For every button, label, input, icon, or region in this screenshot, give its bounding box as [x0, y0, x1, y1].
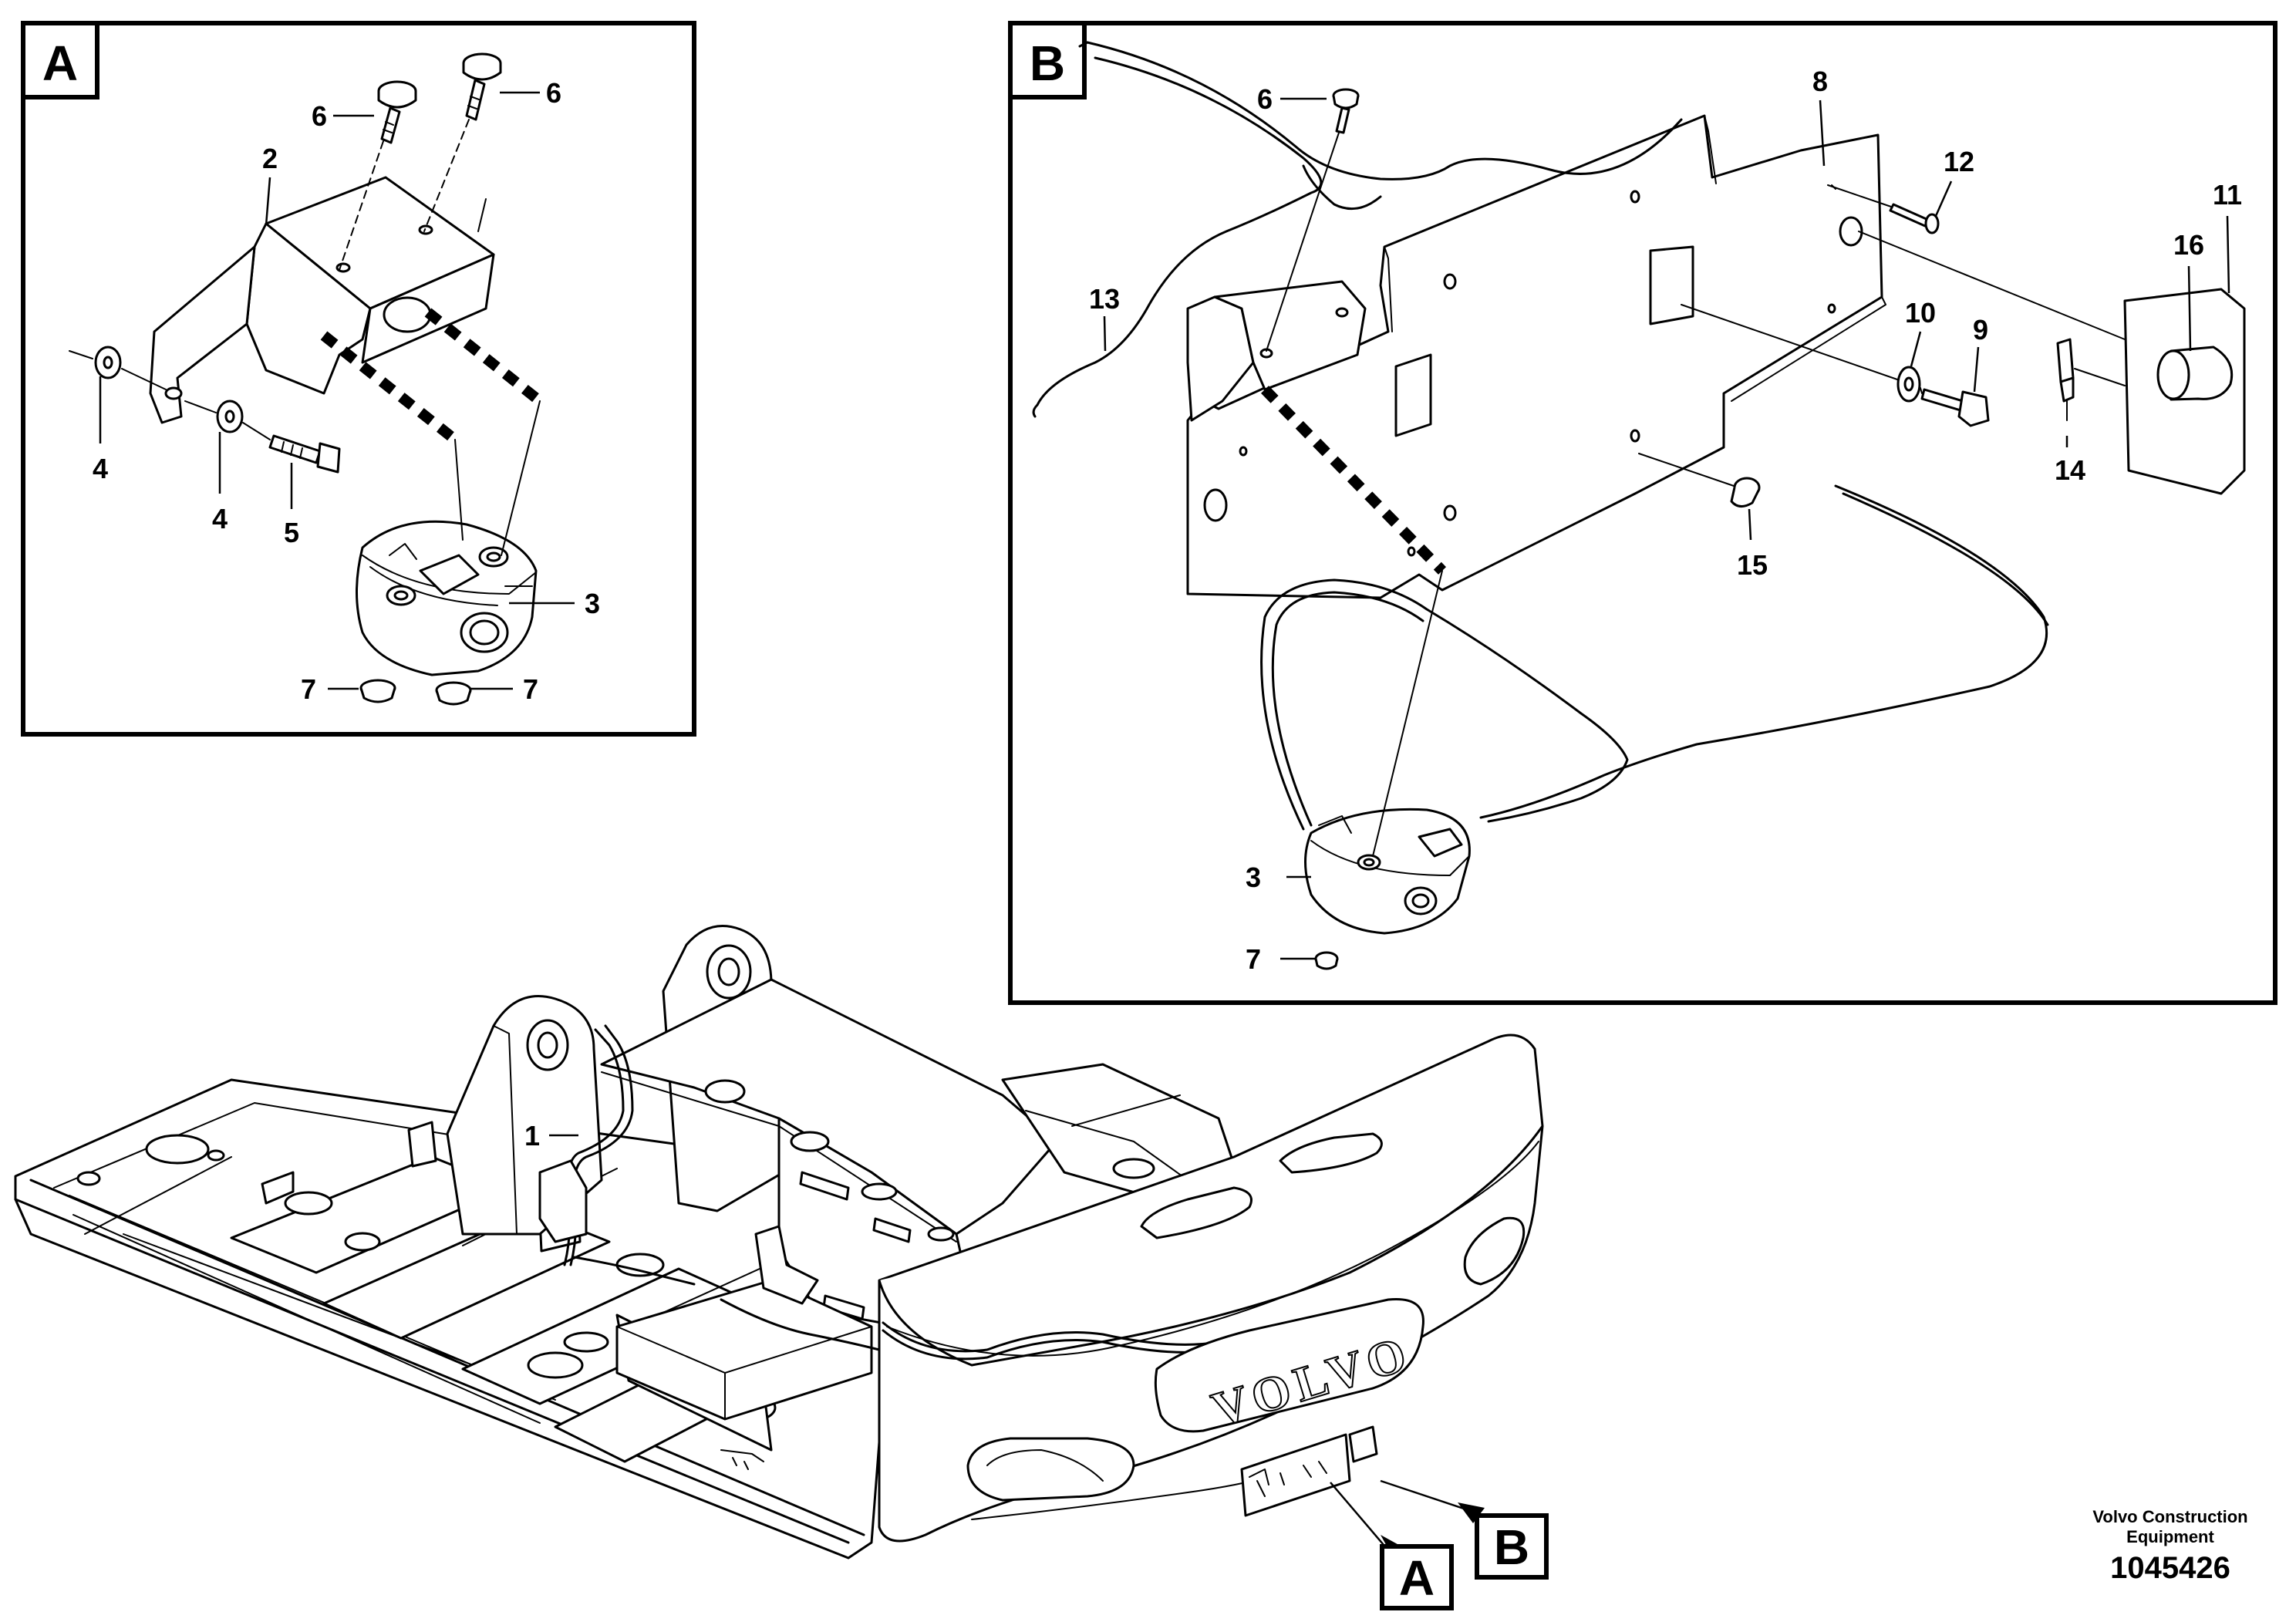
light-housing-part-3 — [356, 520, 538, 676]
ref-box-a — [1380, 1544, 1454, 1610]
washer-part-10 — [1681, 304, 1921, 403]
footer-company-line1: Volvo Construction — [2092, 1507, 2247, 1526]
main-view: VOLVO 1 A B — [14, 925, 1549, 1610]
leader-ref-a — [1330, 1482, 1404, 1552]
callout-6-left: 6 — [312, 100, 327, 132]
callout-1: 1 — [524, 1120, 540, 1152]
callout-8: 8 — [1812, 66, 1828, 97]
harness-junction-box — [538, 1159, 588, 1243]
screw-part-6-right — [423, 52, 502, 232]
screw-part-6-left — [339, 80, 417, 271]
mounting-plate-part-8 — [1186, 114, 1886, 599]
panel-a-label-box — [21, 21, 99, 99]
bolt-part-5 — [242, 422, 341, 474]
callout-3: 3 — [585, 588, 600, 619]
license-plate-holder — [1240, 1433, 1351, 1517]
assembly-line — [1372, 570, 1443, 857]
nut-part-7-left — [359, 679, 396, 703]
connector-part-14 — [2056, 338, 2126, 421]
washer-part-4-left — [69, 346, 167, 390]
callout-6-b: 6 — [1257, 83, 1273, 115]
callout-5: 5 — [284, 517, 299, 548]
panel-a-frame — [21, 21, 696, 737]
cable-part-13-branch — [1302, 164, 1382, 211]
nut-part-15 — [1638, 453, 1761, 508]
panel-b-frame — [1008, 21, 2277, 1005]
assembly-line — [1260, 386, 1447, 575]
ref-label-a: A — [1399, 1550, 1435, 1606]
ref-label-b: B — [1494, 1519, 1529, 1575]
callout-9: 9 — [1973, 314, 1988, 346]
washer-part-4-right — [184, 400, 244, 433]
callout-4-left: 4 — [93, 453, 108, 484]
light-housing-part-3-b — [1304, 808, 1471, 935]
callout-16: 16 — [2173, 229, 2204, 261]
nut-part-7-right — [435, 681, 472, 706]
callout-4-right: 4 — [212, 503, 228, 534]
counterweight: VOLVO — [878, 1034, 1544, 1543]
callout-15: 15 — [1737, 549, 1768, 581]
callout-12: 12 — [1944, 146, 1974, 177]
bracket-part-2 — [149, 176, 495, 424]
panel-a-label: A — [42, 35, 78, 91]
callout-13: 13 — [1089, 283, 1120, 315]
cable-loop — [1842, 492, 2049, 626]
callout-3-b: 3 — [1246, 862, 1261, 893]
panel-b-label: B — [1030, 35, 1065, 91]
plate-bracket-tab — [1186, 280, 1367, 422]
assembly-line — [454, 400, 541, 556]
detail-panel-b: B — [1008, 21, 2277, 1005]
callout-2: 2 — [262, 143, 278, 174]
cable-part-13 — [1036, 56, 1323, 406]
bulb-part-16 — [2156, 346, 2234, 401]
cable-loop — [1479, 484, 2048, 819]
brand-plate — [1154, 1297, 1424, 1433]
callout-6-right: 6 — [546, 77, 561, 109]
callout-7-b: 7 — [1246, 943, 1261, 975]
callout-14: 14 — [2055, 454, 2085, 486]
detail-panel-a: A — [21, 21, 696, 737]
cable-loop-lower — [1260, 578, 1629, 831]
bolt-part-9 — [1920, 387, 1990, 427]
ref-box-b — [1475, 1513, 1549, 1580]
cable-run — [1086, 41, 1683, 180]
document-number: 1045426 — [2110, 1551, 2230, 1585]
screw-part-6-b — [1266, 88, 1360, 352]
callout-10: 10 — [1905, 297, 1936, 329]
assembly-line — [320, 331, 459, 444]
nut-part-7-b — [1314, 951, 1339, 970]
callout-7-left: 7 — [301, 673, 316, 705]
callout-7-right: 7 — [523, 673, 538, 705]
screw-part-12 — [1827, 184, 1940, 234]
callout-11: 11 — [2213, 179, 2242, 211]
footer-company-line2: Equipment — [2126, 1527, 2214, 1546]
leader-ref-b — [1380, 1479, 1474, 1513]
footer: Volvo Construction Equipment 1045426 — [2092, 1507, 2247, 1585]
panel-b-label-box — [1008, 21, 1087, 99]
